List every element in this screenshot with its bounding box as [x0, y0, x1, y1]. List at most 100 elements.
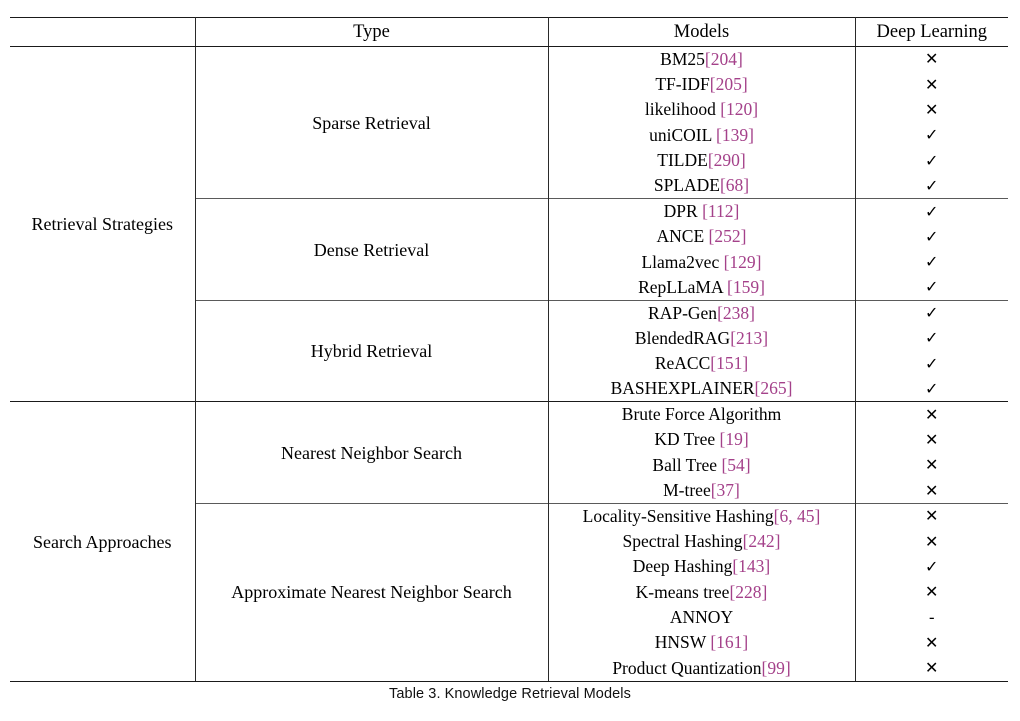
citation-ref[interactable]: [238]	[717, 302, 755, 323]
table-row: ANNOY -	[10, 605, 1008, 631]
citation-ref[interactable]: [143]	[732, 556, 771, 577]
deep-learning-mark: ✓	[925, 125, 939, 145]
deep-learning-mark: -	[928, 607, 935, 627]
citation-ref[interactable]: [159]	[727, 276, 765, 297]
model-cell: Spectral Hashing[242]	[548, 528, 856, 555]
model-name: Spectral Hashing	[622, 530, 743, 551]
citation-ref[interactable]: [252]	[708, 226, 747, 247]
citation-ref[interactable]: [290]	[707, 150, 746, 170]
deep-learning-mark: ✓	[925, 175, 939, 195]
table-row: ANCE [252]✓	[10, 224, 1008, 250]
model-name: KD Tree	[654, 429, 716, 450]
category-cell: Retrieval Strategies	[10, 46, 196, 402]
deep-learning-mark: ✕	[925, 582, 939, 602]
model-cell: M-tree[37]	[548, 478, 856, 504]
deep-learning-mark: ✓	[925, 150, 939, 170]
citation-ref[interactable]: [6, 45]	[773, 505, 821, 526]
model-name: TF-IDF	[655, 73, 710, 94]
model-name: Deep Hashing	[632, 556, 733, 577]
citation-ref[interactable]: [265]	[754, 378, 793, 399]
model-name: BlendedRAG	[634, 327, 731, 348]
table-row: Approximate Nearest Neighbor Search Local…	[10, 503, 1008, 682]
model-name: Product Quantization	[612, 657, 762, 678]
type-cell: Sparse Retrieval	[195, 46, 549, 199]
model-name: Llama2vec	[641, 251, 720, 272]
model-cell: uniCOIL [139]	[548, 122, 856, 149]
table-header: Type Models Deep Learning	[10, 17, 1008, 47]
table-row: RepLLaMA [159]✓	[10, 275, 1008, 301]
citation-ref[interactable]: [139]	[716, 124, 754, 145]
model-cell: SPLADE[68]	[548, 173, 856, 199]
citation-ref[interactable]: [204]	[704, 48, 743, 69]
table-row: Llama2vec [129] ✓	[10, 249, 1008, 276]
table-row: BlendedRAG[213] ✓	[10, 325, 1008, 352]
model-name: Locality-Sensitive Hashing	[582, 505, 774, 526]
model-name: TILDE	[657, 150, 708, 170]
deep-learning-mark: ✓	[925, 252, 939, 272]
model-cell: ANCE [252]	[548, 224, 856, 250]
citation-ref[interactable]: [120]	[720, 99, 759, 120]
deep-learning-mark: ✓	[925, 353, 939, 373]
model-cell: Product Quantization[99]	[548, 655, 856, 682]
deep-learning-mark: ✓	[925, 328, 939, 348]
table-row: Ball Tree [54]✕	[10, 452, 1008, 479]
model-cell: Deep Hashing[143]	[548, 554, 856, 580]
model-cell: Ball Tree [54]	[548, 452, 856, 479]
table-row: Deep Hashing[143]✓	[10, 554, 1008, 580]
table-row: BASHEXPLAINER[265]✓	[10, 376, 1008, 402]
type-cell: Approximate Nearest Neighbor Search	[195, 503, 549, 682]
table-row: uniCOIL [139] ✓	[10, 122, 1008, 149]
citation-ref[interactable]: [228]	[729, 581, 768, 602]
deep-learning-mark: ✕	[925, 430, 939, 450]
type-cell: Nearest Neighbor Search	[195, 401, 549, 504]
citation-ref[interactable]: [99]	[761, 657, 791, 678]
model-cell: BM25[204]	[548, 46, 856, 72]
citation-ref[interactable]: [151]	[710, 353, 749, 374]
model-cell: Brute Force Algorithm	[548, 401, 856, 428]
model-cell: ANNOY	[548, 605, 856, 631]
model-cell: ReACC[151]	[548, 351, 856, 377]
model-cell: DPR [112]	[548, 198, 856, 225]
citation-ref[interactable]: [129]	[723, 251, 762, 272]
model-name: K-means tree	[635, 581, 730, 602]
header-row: Type Models Deep Learning	[10, 17, 1008, 47]
deep-learning-mark: ✓	[855, 299, 1008, 326]
table-row: HNSW [161]✕	[10, 630, 1008, 656]
deep-learning-mark: ✕	[925, 49, 939, 69]
model-cell: BASHEXPLAINER[265]	[548, 376, 856, 402]
caption-number: Table 3.	[389, 686, 441, 702]
table-row: M-tree[37]✕	[10, 478, 1008, 504]
citation-ref[interactable]: [161]	[710, 632, 749, 653]
table-caption: Table 3.Knowledge Retrieval Models	[0, 686, 1020, 702]
model-cell: Llama2vec [129]	[548, 249, 856, 276]
table-row: KD Tree [19] ✕	[10, 427, 1008, 453]
header-category	[10, 17, 196, 47]
type-cell: Dense Retrieval	[195, 198, 549, 301]
citation-ref[interactable]: [19]	[719, 429, 749, 450]
table-row: Product Quantization[99]✕	[10, 655, 1008, 682]
model-name: RepLLaMA	[638, 276, 723, 297]
deep-learning-mark: ✕	[925, 99, 939, 119]
model-name: DPR	[663, 201, 698, 222]
citation-ref[interactable]: [68]	[719, 175, 750, 196]
citation-ref[interactable]: [213]	[730, 327, 769, 348]
type-cell: Hybrid Retrieval	[195, 299, 549, 402]
model-name: M-tree	[663, 479, 711, 500]
table-row: K-means tree[228] ✕	[10, 579, 1008, 606]
citation-ref[interactable]: [112]	[702, 201, 740, 222]
citation-ref[interactable]: [242]	[742, 530, 781, 551]
model-name: ANCE	[656, 226, 705, 247]
model-cell: TF-IDF[205]	[548, 71, 856, 98]
citation-ref[interactable]: [37]	[710, 479, 740, 500]
citation-ref[interactable]: [205]	[709, 73, 748, 94]
citation-ref[interactable]: [54]	[721, 454, 751, 475]
deep-learning-mark: ✕	[925, 74, 939, 94]
model-name: SPLADE	[653, 175, 720, 196]
model-cell: K-means tree[228]	[548, 579, 856, 606]
model-cell: likelihood [120]	[548, 97, 856, 123]
